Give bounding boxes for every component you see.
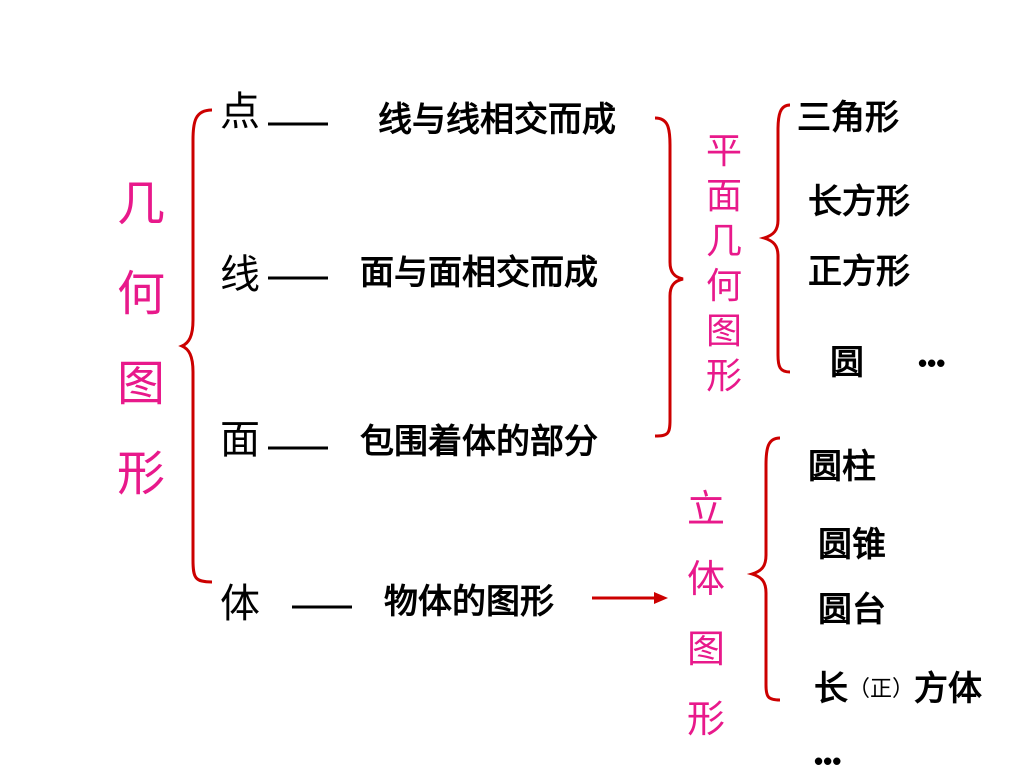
root-char: 形 <box>116 446 165 502</box>
desc-solid: 物体的图形 <box>384 583 554 621</box>
dash-line: —— <box>268 260 328 293</box>
plane-char: 面 <box>705 176 742 217</box>
term-surface: 面 <box>220 417 260 463</box>
plane-label: 平 面 几 何 图 形 <box>702 134 746 399</box>
solid-char: 图 <box>686 627 725 671</box>
solid-char: 立 <box>686 487 725 531</box>
root-brace <box>178 108 213 584</box>
plane-items-brace <box>758 103 791 374</box>
solid-char: 形 <box>686 697 725 741</box>
desc-point: 线与线相交而成 <box>378 101 616 139</box>
solid-item-cone: 圆锥 <box>818 526 886 564</box>
cuboid-post: 方体 <box>914 670 983 708</box>
solid-item-cuboid: 长（正）方体 <box>814 672 982 706</box>
root-char: 图 <box>116 356 165 412</box>
plane-char: 图 <box>705 311 742 352</box>
plane-item-rectangle: 长方形 <box>808 183 910 221</box>
root-char: 几 <box>116 176 165 232</box>
desc-line: 面与面相交而成 <box>360 254 598 292</box>
plane-char: 几 <box>705 221 742 262</box>
arrow-head <box>654 592 668 604</box>
plane-item-square: 正方形 <box>808 253 910 291</box>
plane-char: 何 <box>705 266 742 307</box>
solid-item-cylinder: 圆柱 <box>808 448 876 486</box>
term-solid: 体 <box>220 581 260 627</box>
term-line: 线 <box>220 252 260 298</box>
plane-char: 形 <box>705 356 742 397</box>
term-point: 点 <box>220 89 260 135</box>
plane-item-triangle: 三角形 <box>797 99 899 137</box>
desc-surface: 包围着体的部分 <box>360 423 598 461</box>
plane-item-circle: 圆 <box>830 344 864 382</box>
plane-char: 平 <box>705 131 742 172</box>
solid-item-frustum: 圆台 <box>818 591 886 629</box>
solid-more: ••• <box>814 746 842 776</box>
cuboid-paren: （正） <box>848 677 915 702</box>
cuboid-pre: 长 <box>814 670 848 708</box>
solid-items-brace <box>746 436 781 702</box>
plane-group-brace <box>654 116 684 438</box>
solid-label: 立 体 图 形 <box>684 490 728 750</box>
root-char: 何 <box>116 266 165 322</box>
dash-surface: —— <box>268 430 328 463</box>
root-label: 几 何 图 形 <box>115 180 167 510</box>
solid-char: 体 <box>686 557 725 601</box>
dash-solid: —— <box>292 589 352 622</box>
plane-more: ••• <box>918 348 946 378</box>
dash-point: —— <box>268 106 328 139</box>
